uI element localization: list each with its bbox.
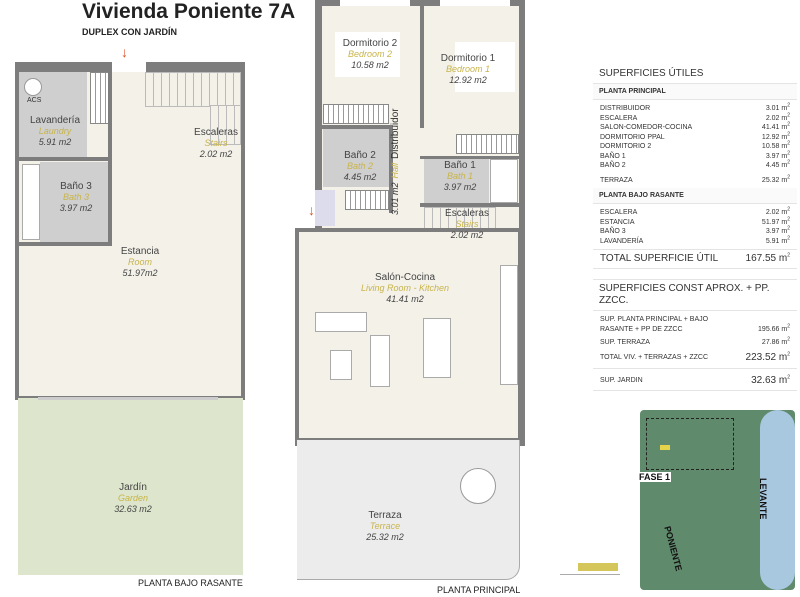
terrace-table [460,468,496,504]
sofa-side [370,335,390,387]
site-map: FASE 1 PONIENTE LEVANTE [638,410,795,590]
levante-label: LEVANTE [758,478,768,520]
entrance-arrow-icon: ↓ [308,202,315,218]
poniente-label: PONIENTE [662,525,684,573]
garden-area [18,398,243,575]
acs-label: ACS [27,97,42,104]
dining-table [423,318,451,378]
unit-7a-highlight [660,445,670,450]
page-subtitle: DUPLEX CON JARDÍN [82,27,178,37]
surfaces-title: SUPERFICIES ÚTILES [593,65,797,84]
surfaces-table: SUPERFICIES ÚTILES PLANTA PRINCIPAL DIST… [593,65,797,391]
sofa [315,312,367,332]
fase-label: FASE 1 [638,472,672,482]
coffee-table [330,350,352,380]
bajo-title: PLANTA BAJO RASANTE [593,188,797,204]
page-title: Vivienda Poniente 7A [82,0,296,23]
lower-floor-caption: PLANTA BAJO RASANTE [138,578,243,588]
kitchen-counter [500,265,518,385]
room-label-hall: 3.01 m2 Hall Distribuidor [390,108,401,215]
terrace-area [297,440,520,580]
water-heater-icon [24,78,42,96]
main-floor-caption: PLANTA PRINCIPAL [437,585,521,595]
table-row: SUP. PLANTA PRINCIPAL + BAJO RASANTE + P… [600,316,790,333]
const-title: SUPERFICIES CONST APROX. + PP. ZZCC. [593,279,797,311]
entrance-arrow-icon: ↓ [121,44,128,60]
section-sketch [560,545,620,575]
principal-title: PLANTA PRINCIPAL [593,84,797,100]
